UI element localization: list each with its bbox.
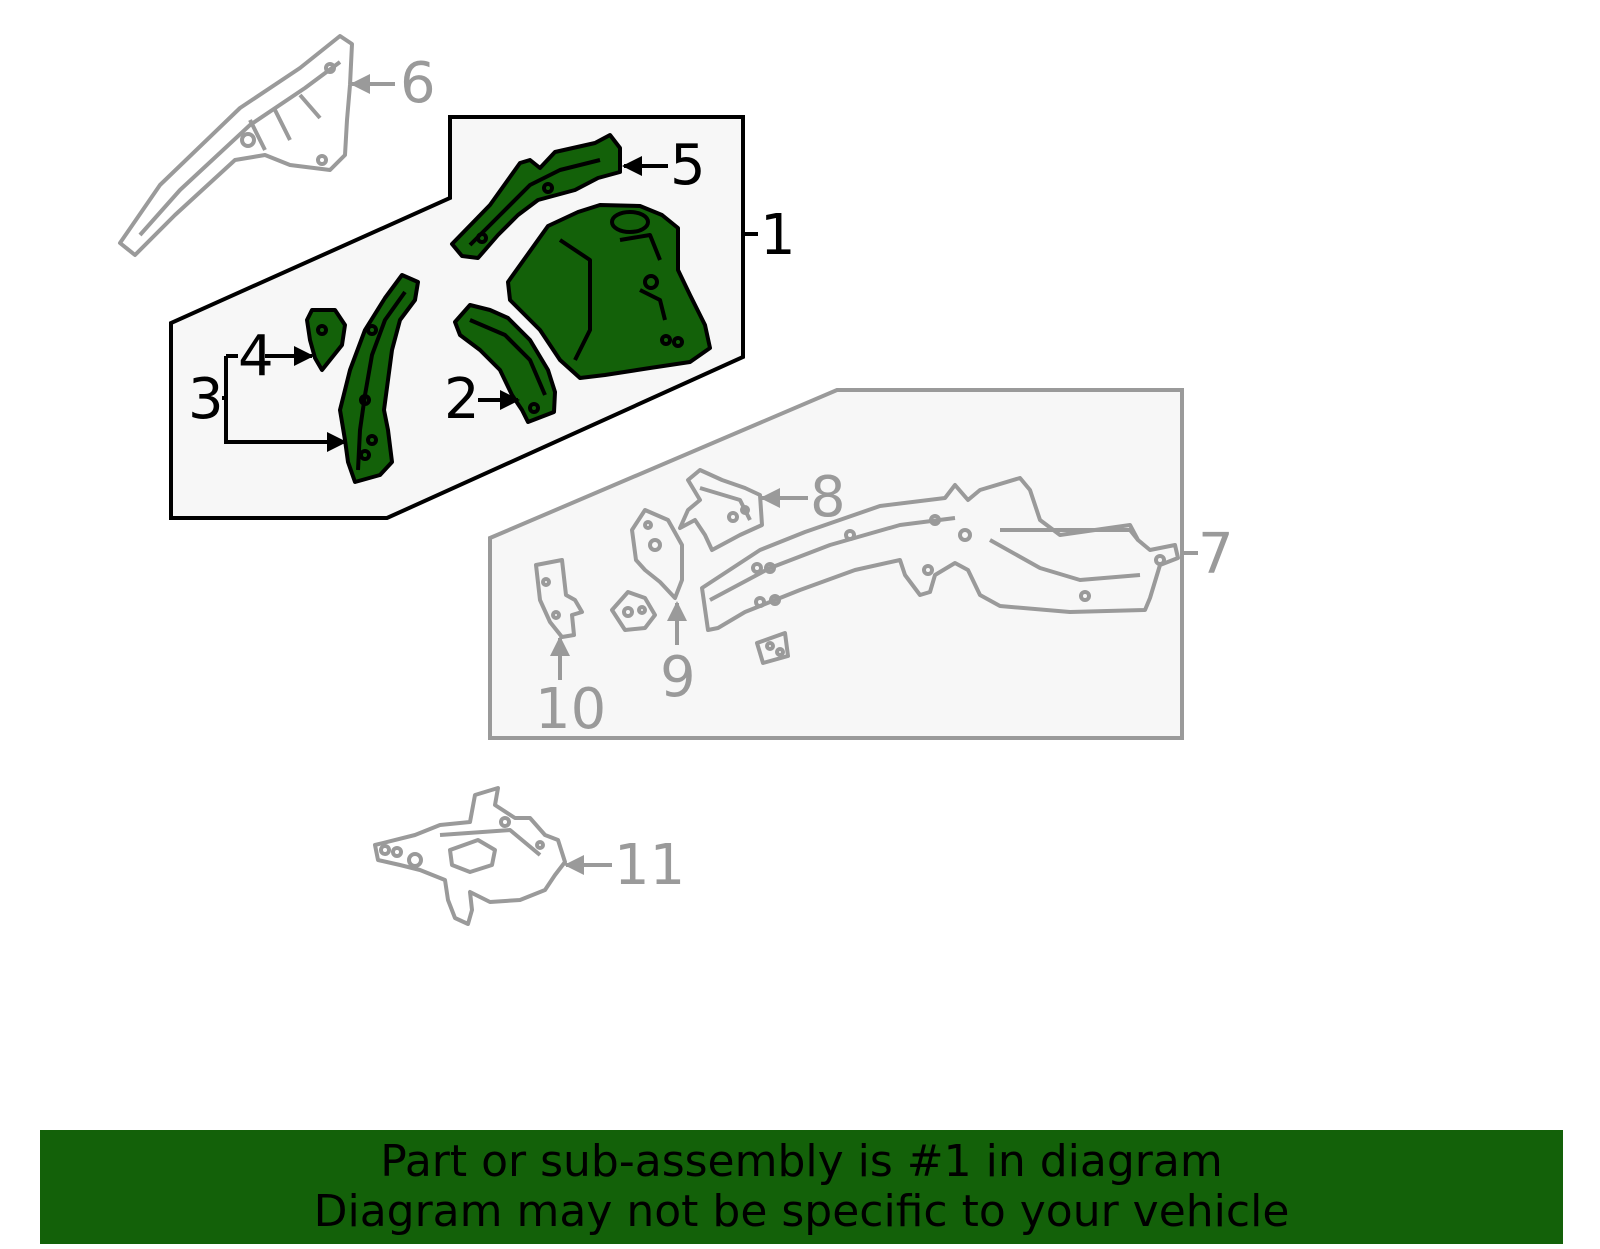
part-7-frame-rail <box>700 476 1180 632</box>
assembly-7-box <box>488 388 1184 740</box>
part-9-small-block <box>610 590 657 632</box>
part-2-inner-panel <box>453 303 557 424</box>
part-11-mount <box>373 786 567 926</box>
part-9-gusset <box>630 508 684 600</box>
callout-10: 10 <box>535 636 606 742</box>
banner-line-1: Part or sub-assembly is #1 in diagram <box>380 1136 1223 1187</box>
callout-6: 6 <box>350 51 436 116</box>
callout-5-label: 5 <box>670 133 706 198</box>
callout-2-label: 2 <box>444 367 480 432</box>
callout-8-label: 8 <box>810 465 846 530</box>
part-6-pillar <box>118 34 354 257</box>
callout-3-label: 3 <box>188 367 224 432</box>
callout-7: 7 <box>1182 522 1234 587</box>
part-5-upper-rail <box>450 133 622 260</box>
callout-11-label: 11 <box>614 833 685 898</box>
callout-7-label: 7 <box>1198 522 1234 587</box>
callout-3: 3 <box>188 356 345 442</box>
part-1-wheelhouse <box>506 203 712 380</box>
callout-6-label: 6 <box>400 51 436 116</box>
callout-8: 8 <box>760 465 846 530</box>
callout-2: 2 <box>444 367 520 432</box>
part-10-bracket <box>534 558 584 639</box>
callout-9: 9 <box>660 601 696 710</box>
callout-11: 11 <box>564 833 685 898</box>
part-7-small-plate <box>755 631 790 665</box>
callout-9-label: 9 <box>660 645 696 710</box>
callout-1: 1 <box>743 203 796 268</box>
callout-4-label: 4 <box>238 324 274 389</box>
callout-1-label: 1 <box>760 203 796 268</box>
banner-line-2: Diagram may not be specific to your vehi… <box>313 1186 1290 1237</box>
callout-5: 5 <box>622 133 706 198</box>
part-8-bracket <box>678 468 764 552</box>
callout-10-label: 10 <box>535 677 606 742</box>
callout-4: 4 <box>226 324 314 389</box>
info-banner: Part or sub-assembly is #1 in diagram Di… <box>40 1130 1563 1244</box>
